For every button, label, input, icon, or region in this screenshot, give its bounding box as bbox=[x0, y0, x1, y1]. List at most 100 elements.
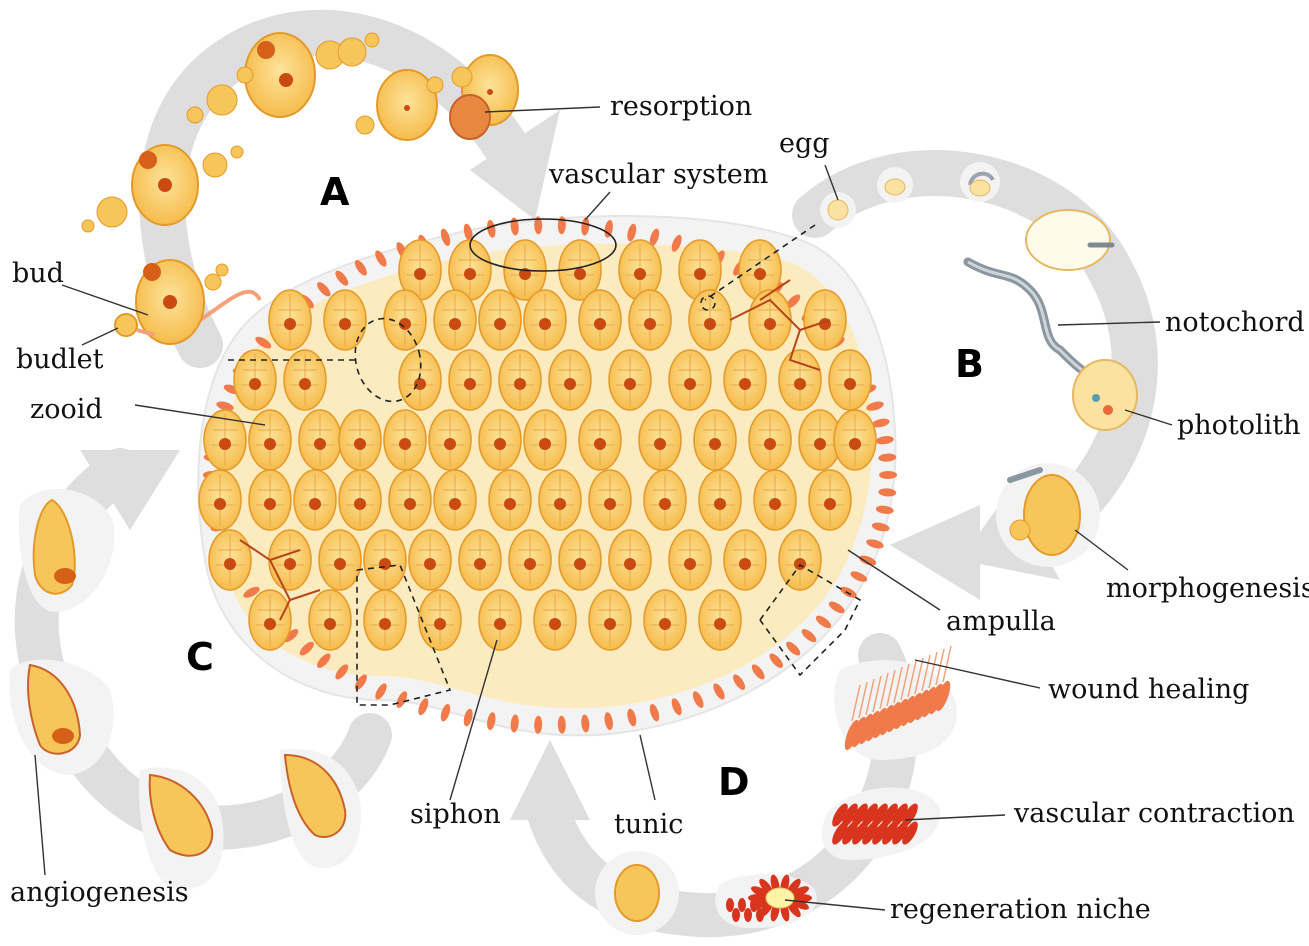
zooid bbox=[199, 470, 241, 530]
zooid bbox=[534, 590, 576, 650]
zooid bbox=[499, 350, 541, 410]
larva-head bbox=[1073, 360, 1137, 430]
zooid bbox=[724, 350, 766, 410]
zooid bbox=[479, 410, 521, 470]
zooid bbox=[669, 530, 711, 590]
ampulla bbox=[879, 471, 897, 479]
zooid bbox=[269, 290, 311, 350]
zooid bbox=[234, 350, 276, 410]
zooid bbox=[639, 410, 681, 470]
cycle-arrow-d bbox=[510, 740, 590, 820]
label-siphon: siphon bbox=[410, 799, 501, 830]
zooid bbox=[779, 350, 821, 410]
zooid bbox=[779, 530, 821, 590]
zooid bbox=[804, 290, 846, 350]
label-egg: egg bbox=[779, 128, 830, 159]
zooid bbox=[699, 470, 741, 530]
zooid bbox=[284, 350, 326, 410]
label-zooid: zooid bbox=[30, 394, 103, 425]
regeneration-niche bbox=[766, 888, 794, 908]
panel-label-c: C bbox=[186, 635, 214, 679]
zooid bbox=[364, 590, 406, 650]
zooid bbox=[669, 350, 711, 410]
zooid bbox=[434, 290, 476, 350]
label-notochord: notochord bbox=[1165, 307, 1305, 338]
zooid bbox=[549, 350, 591, 410]
zooid bbox=[524, 410, 566, 470]
zooid bbox=[699, 590, 741, 650]
label-regeneration-niche: regeneration niche bbox=[890, 894, 1151, 925]
label-bud: bud bbox=[12, 258, 64, 289]
zooid bbox=[384, 410, 426, 470]
label-resorption: resorption bbox=[610, 91, 752, 122]
colony bbox=[198, 216, 897, 735]
label-budlet: budlet bbox=[16, 344, 104, 375]
zooid bbox=[319, 530, 361, 590]
zooid bbox=[539, 470, 581, 530]
label-photolith: photolith bbox=[1177, 410, 1301, 441]
zooid bbox=[249, 470, 291, 530]
zooid bbox=[749, 410, 791, 470]
zooid bbox=[429, 410, 471, 470]
label-angiogenesis: angiogenesis bbox=[10, 877, 189, 908]
zooid bbox=[609, 530, 651, 590]
larva-stage bbox=[1026, 210, 1110, 270]
zooid bbox=[754, 470, 796, 530]
label-wound-healing: wound healing bbox=[1048, 674, 1249, 705]
label-tunic: tunic bbox=[614, 809, 683, 840]
zooid bbox=[579, 410, 621, 470]
zooid bbox=[449, 350, 491, 410]
zooid bbox=[629, 290, 671, 350]
zooid bbox=[459, 530, 501, 590]
zooid bbox=[409, 530, 451, 590]
resorbing-zooid bbox=[450, 95, 490, 139]
zooid bbox=[399, 350, 441, 410]
zooid bbox=[834, 410, 876, 470]
zooid bbox=[209, 530, 251, 590]
zooid bbox=[589, 470, 631, 530]
zooid bbox=[419, 590, 461, 650]
zooid bbox=[644, 590, 686, 650]
zooid bbox=[479, 590, 521, 650]
label-vascular-contraction: vascular contraction bbox=[1013, 798, 1295, 829]
label-ampulla: ampulla bbox=[946, 606, 1056, 637]
panel-label-a: A bbox=[320, 170, 350, 214]
zooid bbox=[524, 290, 566, 350]
zooid bbox=[829, 350, 871, 410]
vascular-contraction-ampullae bbox=[829, 801, 921, 847]
zooid bbox=[559, 530, 601, 590]
zooid bbox=[509, 530, 551, 590]
tadpole-tail bbox=[968, 262, 1090, 375]
zooid bbox=[299, 410, 341, 470]
zooid bbox=[609, 350, 651, 410]
zooid bbox=[294, 470, 336, 530]
zooid bbox=[479, 290, 521, 350]
egg bbox=[828, 200, 848, 220]
zooid bbox=[644, 470, 686, 530]
panel-label-b: B bbox=[955, 342, 984, 386]
zooid bbox=[809, 470, 851, 530]
regenerated-zooid bbox=[615, 865, 659, 921]
zooid bbox=[694, 410, 736, 470]
zooid bbox=[434, 470, 476, 530]
zooid bbox=[249, 410, 291, 470]
zooid bbox=[489, 470, 531, 530]
zooid bbox=[364, 530, 406, 590]
zooid bbox=[249, 590, 291, 650]
zooid bbox=[579, 290, 621, 350]
zooid bbox=[309, 590, 351, 650]
zooid bbox=[324, 290, 366, 350]
zooid bbox=[339, 470, 381, 530]
zooid bbox=[589, 590, 631, 650]
label-vascular-system: vascular system bbox=[548, 159, 768, 190]
zooid bbox=[724, 530, 766, 590]
zooid bbox=[689, 290, 731, 350]
budlet bbox=[115, 314, 137, 336]
zooid bbox=[389, 470, 431, 530]
panel-label-d: D bbox=[718, 760, 750, 804]
zooid bbox=[339, 410, 381, 470]
label-morphogenesis: morphogenesis bbox=[1106, 573, 1309, 604]
zooid bbox=[269, 530, 311, 590]
